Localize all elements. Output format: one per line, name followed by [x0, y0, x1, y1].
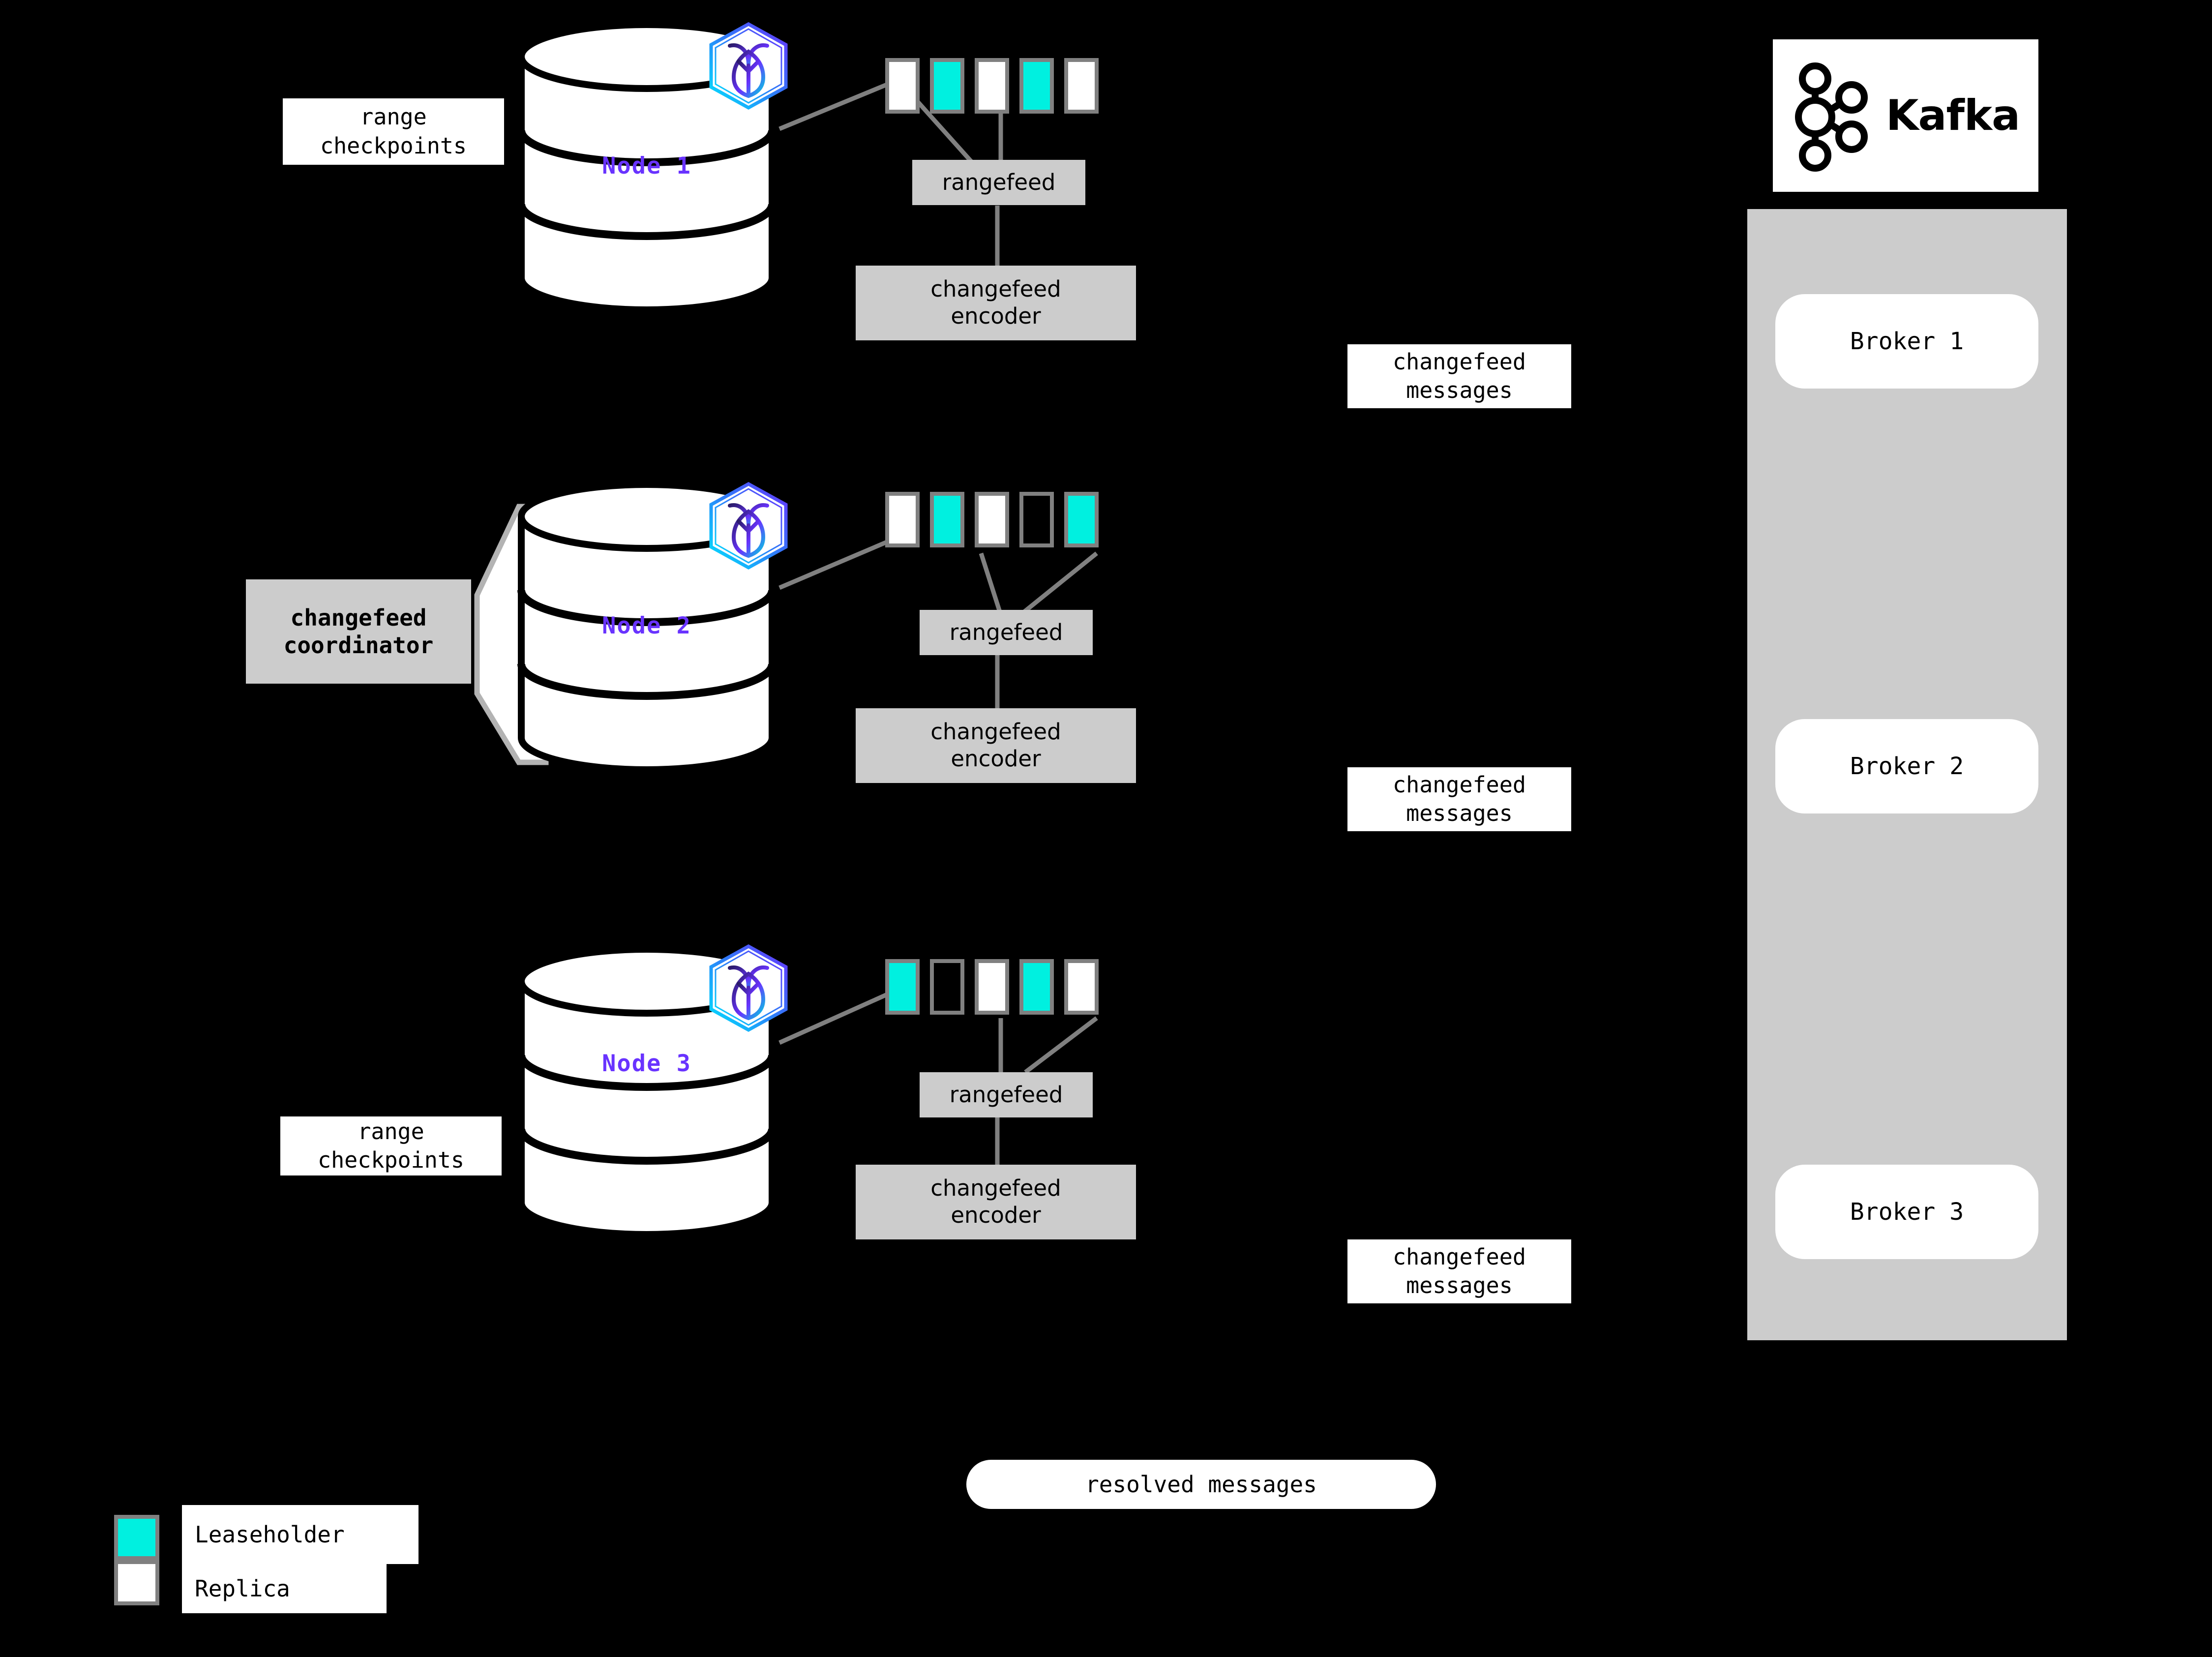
node-1-rangefeed[interactable]: rangefeed: [912, 160, 1085, 205]
messages-line2: messages: [1406, 800, 1513, 826]
node-3-cylinder: Node 3: [516, 944, 777, 1239]
coordinator-line1: changefeed: [290, 604, 427, 631]
kafka-glyph: [1794, 62, 1868, 172]
resolved-messages-label: resolved messages: [1085, 1471, 1317, 1498]
legend-text: Leaseholder: [195, 1521, 345, 1548]
annotation-line1: range: [360, 104, 427, 130]
range-box: [885, 58, 920, 114]
range-box: [885, 959, 920, 1015]
range-box: [975, 58, 1009, 114]
node-2-changefeed-messages-label: changefeed messages: [1347, 767, 1571, 831]
broker-label: Broker 1: [1850, 328, 1964, 355]
broker-2[interactable]: Broker 2: [1775, 719, 2038, 813]
legend-text: Replica: [195, 1575, 290, 1602]
range-box: [1064, 959, 1099, 1015]
annotation-line2: checkpoints: [317, 1147, 464, 1173]
node-1-changefeed-messages-label: changefeed messages: [1347, 344, 1571, 408]
node-3-label: Node 3: [602, 1050, 691, 1077]
range-box: [930, 58, 964, 114]
rangefeed-label: rangefeed: [949, 1081, 1063, 1108]
legend-label-replica: Replica: [182, 1564, 387, 1613]
encoder-label-line1: changefeed: [930, 276, 1061, 302]
legend-label-leaseholder: Leaseholder: [182, 1505, 418, 1564]
encoder-label-line1: changefeed: [930, 1175, 1061, 1202]
annotation-line1: range: [358, 1118, 424, 1145]
rangefeed-label: rangefeed: [949, 619, 1063, 645]
broker-label: Broker 3: [1850, 1198, 1964, 1226]
node-2-ranges: [885, 492, 1099, 547]
range-box: [975, 959, 1009, 1015]
range-box: [975, 492, 1009, 547]
node-3-rangefeed[interactable]: rangefeed: [920, 1072, 1093, 1117]
rangefeed-label: rangefeed: [942, 169, 1056, 195]
messages-line1: changefeed: [1393, 348, 1526, 375]
cockroachdb-logo: [708, 22, 789, 111]
range-box: [930, 959, 964, 1015]
messages-line1: changefeed: [1393, 1243, 1526, 1270]
node-3-changefeed-messages-label: changefeed messages: [1347, 1239, 1571, 1303]
node-1-range-checkpoints-label: range checkpoints: [283, 98, 504, 165]
changefeed-coordinator[interactable]: changefeed coordinator: [246, 579, 471, 684]
resolved-messages-pill[interactable]: resolved messages: [966, 1460, 1436, 1509]
legend-swatch-leaseholder: [114, 1515, 159, 1560]
node-1-changefeed-encoder[interactable]: changefeed encoder: [856, 266, 1136, 340]
node-3-changefeed-encoder[interactable]: changefeed encoder: [856, 1165, 1136, 1239]
cockroachdb-logo: [708, 482, 789, 571]
encoder-label-line2: encoder: [951, 1202, 1041, 1228]
range-box: [1019, 492, 1054, 547]
kafka-wordmark: Kafka: [1885, 91, 2020, 140]
node-2-changefeed-encoder[interactable]: changefeed encoder: [856, 708, 1136, 783]
encoder-label-line2: encoder: [951, 746, 1041, 772]
annotation-line2: checkpoints: [320, 132, 467, 159]
range-box: [1019, 959, 1054, 1015]
coordinator-line2: coordinator: [283, 632, 434, 659]
broker-1[interactable]: Broker 1: [1775, 294, 2038, 389]
broker-3[interactable]: Broker 3: [1775, 1165, 2038, 1259]
messages-line2: messages: [1406, 1272, 1513, 1298]
node-2-rangefeed[interactable]: rangefeed: [920, 610, 1093, 655]
messages-line1: changefeed: [1393, 771, 1526, 798]
messages-line2: messages: [1406, 377, 1513, 403]
node-3-range-checkpoints-label: range checkpoints: [280, 1116, 502, 1175]
broker-label: Broker 2: [1850, 753, 1964, 780]
node-1-label: Node 1: [602, 152, 691, 180]
node-2-label: Node 2: [602, 612, 691, 639]
range-box: [1064, 58, 1099, 114]
range-box: [1019, 58, 1054, 114]
range-box: [1064, 492, 1099, 547]
node-3-ranges: [885, 959, 1099, 1015]
kafka-logo: Kafka: [1773, 39, 2038, 192]
node-2-cylinder: Node 2: [516, 480, 777, 775]
encoder-label-line1: changefeed: [930, 719, 1061, 745]
node-1-ranges: [885, 58, 1099, 114]
cockroachdb-logo: [708, 944, 789, 1033]
encoder-label-line2: encoder: [951, 303, 1041, 329]
legend-swatch-replica: [114, 1560, 159, 1605]
range-box: [930, 492, 964, 547]
range-box: [885, 492, 920, 547]
